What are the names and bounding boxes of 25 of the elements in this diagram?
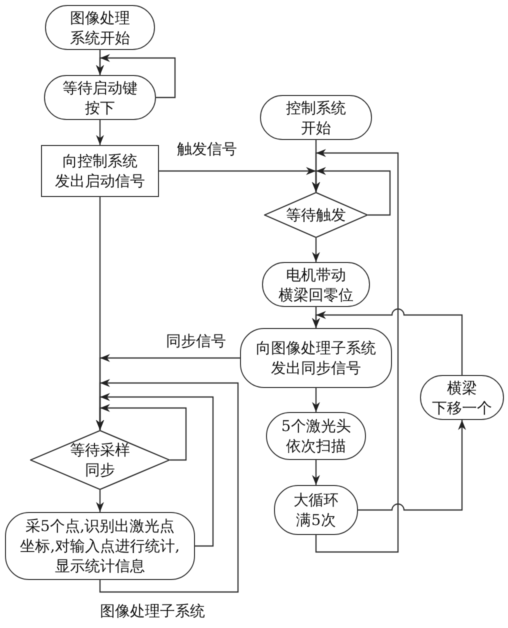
terminal-box: 电机带动横梁回零位 xyxy=(262,262,370,307)
arrow xyxy=(96,54,176,98)
terminal-box: 控制系统开始 xyxy=(260,95,372,140)
arrow xyxy=(312,238,320,262)
process-box: 向控制系统发出启动信号 xyxy=(41,145,159,197)
terminal-box: 横梁下移一个 xyxy=(420,375,504,420)
arrow xyxy=(96,490,104,512)
terminal-box: 向图像处理子系统发出同步信号 xyxy=(240,328,392,388)
arrow xyxy=(96,379,239,593)
caption-text: 图像处理子系统 xyxy=(100,602,205,621)
edge-label: 同步信号 xyxy=(166,332,226,351)
arrow xyxy=(358,420,466,511)
terminal-box: 图像处理系统开始 xyxy=(45,5,155,50)
decision-diamond: 等待采样同步 xyxy=(30,430,170,490)
terminal-box: 采5个点,识别出激光点坐标,对输入点进行统计,显示统计信息 xyxy=(5,512,195,580)
terminal-box: 大循环满5次 xyxy=(274,485,358,535)
arrow xyxy=(96,120,104,145)
edge-label: 触发信号 xyxy=(177,140,237,159)
terminal-box: 等待启动键按下 xyxy=(44,75,156,120)
arrow xyxy=(312,308,463,375)
arrow xyxy=(312,460,320,485)
terminal-box: 5个激光头依次扫描 xyxy=(266,412,366,460)
arrow xyxy=(312,149,399,553)
decision-diamond: 等待触发 xyxy=(264,192,368,238)
arrow xyxy=(312,388,320,412)
